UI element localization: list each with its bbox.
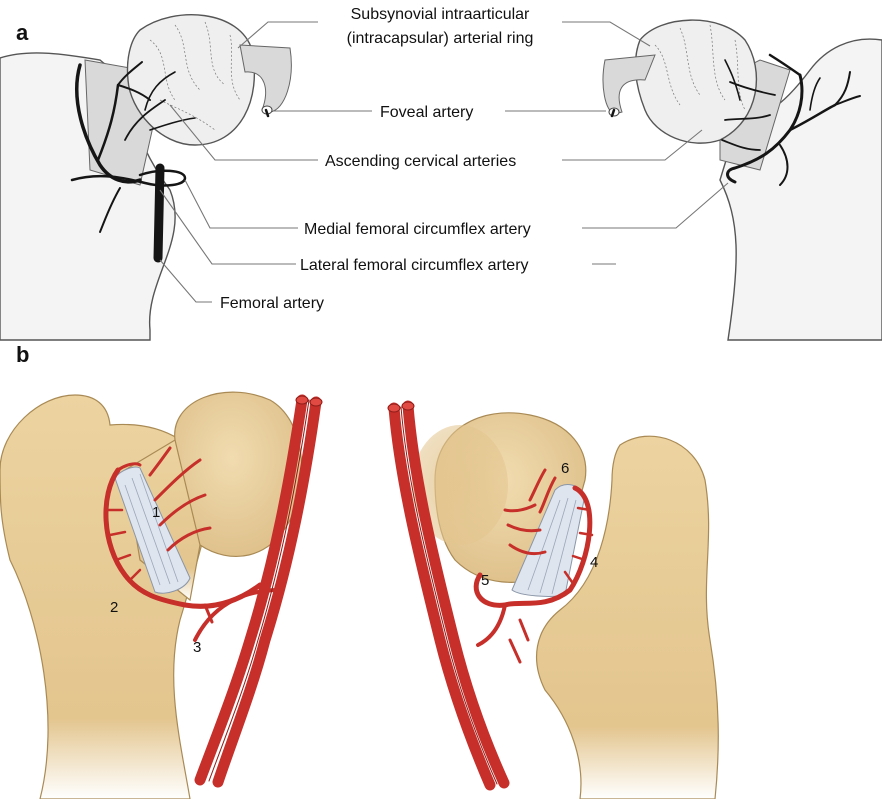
label-subsynovial-ring-line2: (intracapsular) arterial ring	[347, 30, 534, 47]
label-femoral-artery: Femoral artery	[220, 295, 324, 312]
label-subsynovial-ring-line1: Subsynovial intraarticular	[351, 6, 530, 23]
panel-a-right-femur	[603, 20, 882, 340]
panel-b: b	[0, 342, 718, 799]
label-foveal-artery: Foveal artery	[380, 104, 473, 121]
marker-3: 3	[193, 639, 201, 656]
marker-2: 2	[110, 599, 118, 616]
label-lateral-femoral-circumflex-artery: Lateral femoral circumflex artery	[300, 257, 529, 274]
marker-1: 1	[152, 504, 160, 521]
marker-4: 4	[590, 554, 598, 571]
panel-b-left-femur	[0, 392, 322, 799]
panel-a-left-femoral-artery	[158, 168, 160, 258]
label-ascending-cervical-arteries: Ascending cervical arteries	[325, 153, 516, 170]
panel-a-letter: a	[16, 20, 29, 45]
panel-a: a	[0, 6, 882, 340]
panel-b-letter: b	[16, 342, 29, 367]
panel-b-right-femur	[388, 402, 718, 799]
marker-5: 5	[481, 572, 489, 589]
marker-6: 6	[561, 460, 569, 477]
panel-a-left-femur	[0, 15, 291, 340]
label-medial-femoral-circumflex-artery: Medial femoral circumflex artery	[304, 221, 531, 238]
